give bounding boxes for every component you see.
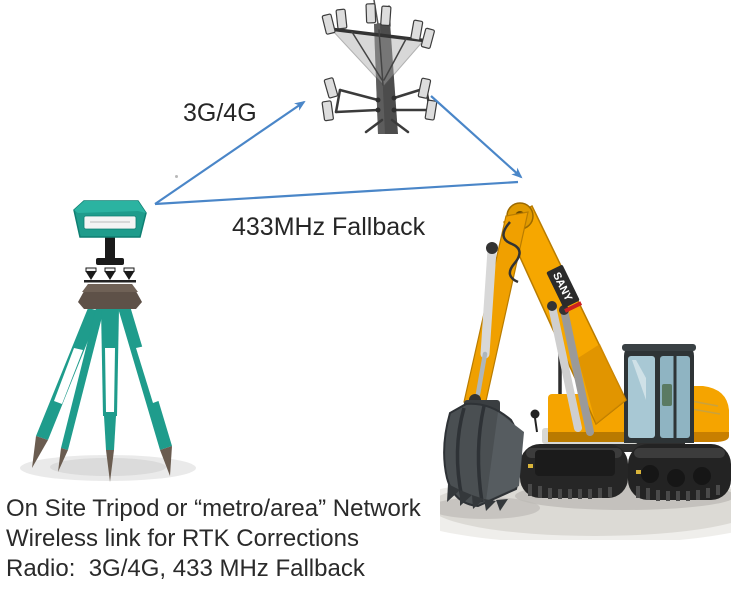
tripod-instrument — [73, 200, 147, 238]
fallback-link-line — [154, 180, 519, 206]
artifact-dot — [175, 175, 178, 178]
cell-tower-icon — [321, 0, 438, 134]
tripod-knobs — [84, 267, 136, 283]
survey-tripod-icon — [20, 200, 196, 482]
label-3g-4g: 3G/4G — [183, 99, 257, 127]
excavator-bucket — [443, 400, 524, 511]
caption-line-1: On Site Tripod or “metro/area” Network — [6, 495, 421, 522]
excavator-icon: SANY — [440, 202, 731, 540]
tower-to-excavator-arrow — [430, 95, 523, 179]
label-433mhz-fallback: 433MHz Fallback — [232, 213, 426, 241]
tripod-stem — [105, 236, 115, 262]
tripod-to-tower-arrow — [154, 100, 306, 205]
excavator-tracks — [520, 436, 731, 501]
excavator-boom: SANY — [462, 202, 627, 436]
caption: On Site Tripod or “metro/area” Network W… — [6, 494, 421, 584]
caption-line-2: Wireless link for RTK Corrections — [6, 525, 359, 552]
bucket-teeth — [447, 484, 508, 511]
mirror — [530, 409, 540, 419]
caption-line-3: Radio: 3G/4G, 433 MHz Fallback — [6, 555, 365, 582]
tripod-legs — [32, 306, 172, 482]
excavator-cab — [622, 344, 696, 443]
